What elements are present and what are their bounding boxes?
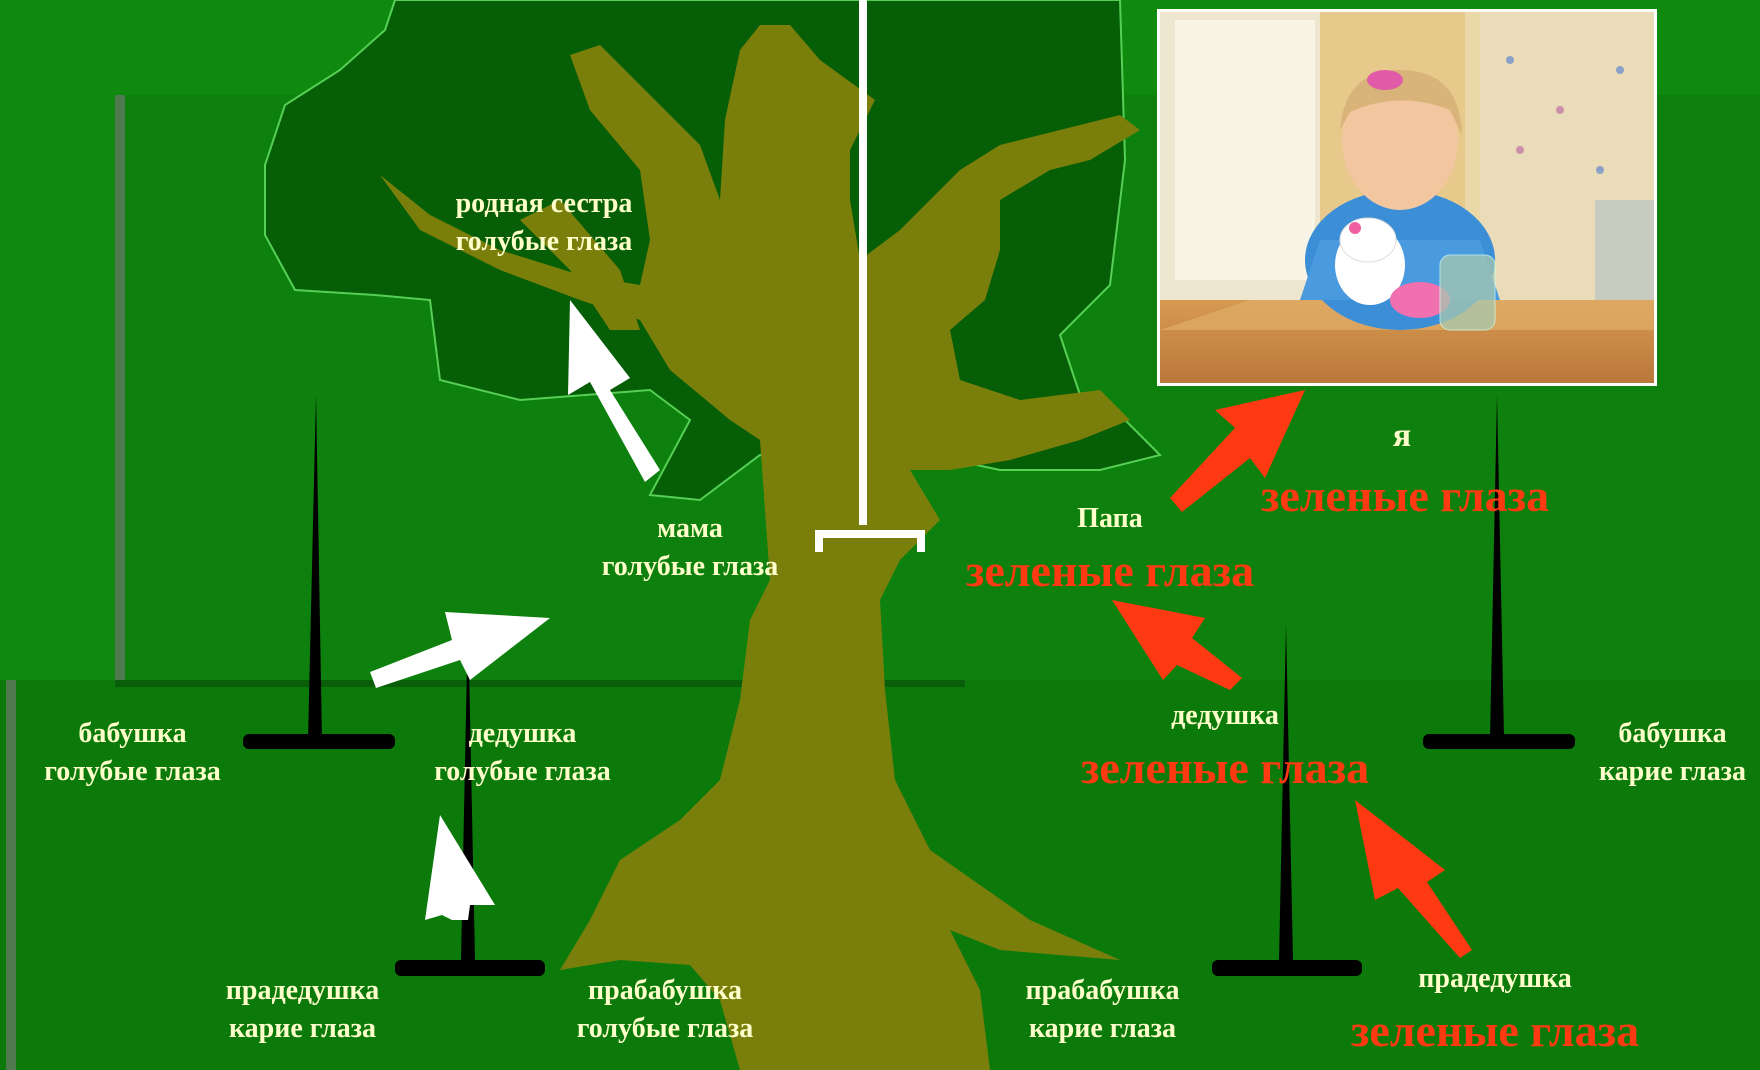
label-dad-relation: Папа bbox=[1077, 503, 1143, 534]
stand-right-bottom bbox=[1212, 625, 1362, 976]
label-great-grandpa-paternal-eyes: зеленые глаза bbox=[1350, 1005, 1640, 1056]
label-great-grandpa-maternal: прадедушка карие глаза bbox=[200, 972, 405, 1048]
label-great-grandma-maternal-eyes: голубые глаза bbox=[576, 1013, 754, 1044]
stand-left-top bbox=[243, 395, 395, 749]
label-great-grandma-paternal: прабабушка карие глаза bbox=[1000, 972, 1205, 1048]
arrow-mom-to-sister bbox=[568, 300, 660, 482]
arrow-grandpa-to-mom bbox=[370, 612, 550, 688]
label-sister: родная сестра голубые глаза bbox=[414, 185, 674, 261]
label-grandma-paternal: бабушка карие глаза bbox=[1575, 715, 1760, 791]
label-sister-eyes: голубые глаза bbox=[455, 226, 633, 257]
arrow-greatgrandpa-to-grandpa-paternal bbox=[1355, 800, 1472, 958]
arrow-greatgrandpa-to-grandpa bbox=[425, 815, 495, 920]
arrow-dad-to-me bbox=[1170, 390, 1305, 512]
label-me-relation: я bbox=[1392, 417, 1412, 454]
label-grandpa-maternal-eyes: голубые глаза bbox=[434, 756, 611, 787]
label-grandma-maternal-relation: бабушка bbox=[78, 718, 187, 749]
label-grandpa-maternal-relation: дедушка bbox=[468, 718, 577, 749]
label-grandma-maternal: бабушка голубые глаза bbox=[5, 715, 260, 791]
label-mom-relation: мама bbox=[657, 513, 723, 544]
label-grandpa-paternal-relation: дедушка bbox=[1171, 700, 1279, 731]
label-me-eyes: зеленые глаза bbox=[1260, 470, 1550, 521]
arrow-grandpa-to-dad bbox=[1112, 600, 1242, 690]
label-grandma-paternal-eyes: карие глаза bbox=[1598, 756, 1747, 787]
label-dad-eyes: зеленые глаза bbox=[965, 545, 1255, 596]
label-great-grandpa-maternal-eyes: карие глаза bbox=[228, 1013, 377, 1044]
label-great-grandma-paternal-relation: прабабушка bbox=[1025, 975, 1180, 1006]
label-great-grandma-paternal-eyes: карие глаза bbox=[1028, 1013, 1177, 1044]
label-grandma-maternal-eyes: голубые глаза bbox=[44, 756, 221, 787]
child-photo bbox=[1157, 9, 1657, 386]
label-sister-relation: родная сестра bbox=[455, 188, 633, 219]
label-grandma-paternal-relation: бабушка bbox=[1618, 718, 1727, 749]
label-great-grandpa-paternal-relation: прадедушка bbox=[1418, 963, 1572, 994]
white-pole bbox=[815, 0, 925, 552]
label-great-grandma-maternal: прабабушка голубые глаза bbox=[545, 972, 785, 1048]
tree-trunk bbox=[380, 25, 1140, 1070]
label-mom: мама голубые глаза bbox=[565, 510, 815, 586]
label-grandpa-paternal-eyes: зеленые глаза bbox=[1080, 742, 1370, 793]
label-great-grandpa-maternal-relation: прадедушка bbox=[225, 975, 380, 1006]
label-grandpa-maternal: дедушка голубые глаза bbox=[400, 715, 645, 791]
stand-right-top bbox=[1423, 395, 1575, 749]
label-great-grandma-maternal-relation: прабабушка bbox=[588, 975, 742, 1006]
label-mom-eyes: голубые глаза bbox=[601, 551, 779, 582]
